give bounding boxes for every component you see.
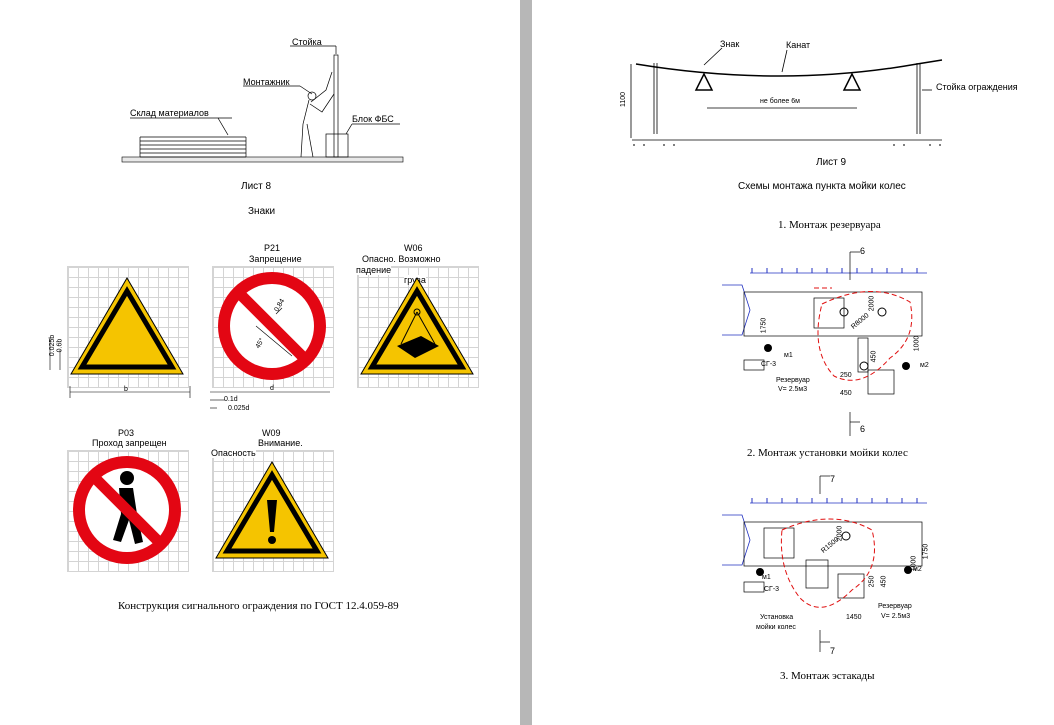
warning-triangle-icon [70, 277, 184, 375]
step-1-dim-1: 1750 [760, 317, 768, 334]
label-worker: Монтажник [243, 77, 290, 87]
step-1-dim-2: 2000 [868, 295, 876, 312]
label-post: Стойка [292, 37, 322, 47]
step-1-cg: СГ-3 [761, 361, 777, 368]
page-gutter [520, 0, 532, 725]
step-1-section-bottom: 6 [860, 424, 866, 434]
sign-2-title: Запрещение [249, 254, 302, 264]
sign-3-code: W06 [404, 243, 423, 253]
sign-3-title-2: падение [356, 265, 392, 275]
sheet-8-label: Лист 8 [241, 181, 272, 192]
step-2-section: 7 [830, 474, 836, 484]
sign-1-dimensions [49, 338, 191, 398]
step-2-title: 2. Монтаж установки мойки колес [747, 447, 908, 459]
step-1-dim-5: 1000 [913, 335, 921, 352]
step-1-tank: Резервуар [776, 377, 810, 384]
step-2-m1: м1 [762, 574, 771, 581]
tank-installation-plan [722, 251, 927, 436]
step-1-title: 1. Монтаж резервуара [778, 219, 881, 231]
step-2-dim-4: 1750 [922, 543, 930, 560]
label-sign: Знак [720, 39, 740, 49]
sheet-9-label: Лист 9 [816, 157, 847, 168]
sign-2-dim-d: d [270, 385, 274, 392]
left-footer: Конструкция сигнального ограждения по ГО… [118, 600, 399, 612]
step-1-section: 6 [860, 246, 866, 256]
step-2-dim-5: 250 [868, 575, 876, 588]
step-1-m1: м1 [784, 352, 793, 359]
sign-4-title: Проход запрещен [92, 438, 167, 448]
label-span: не более 6м [760, 98, 800, 105]
sign-3-title-1: Опасно. Возможно [362, 254, 441, 264]
fence-drawing [630, 47, 943, 146]
sign-5-title-1: Внимание. [258, 438, 303, 448]
step-2-tank: Резервуар [878, 603, 912, 610]
sign-1-dim-a: 0.025b [49, 334, 57, 357]
step-1-m2: м2 [920, 362, 929, 369]
falling-load-sign-icon [360, 277, 474, 375]
right-title: Схемы монтажа пункта мойки колес [738, 181, 906, 192]
signs-heading: Знаки [248, 206, 276, 217]
step-2-section-bottom: 7 [830, 646, 836, 656]
step-2-cg: СГ-3 [764, 586, 780, 593]
sign-5-title-2: Опасность [211, 448, 256, 458]
step-1-volume: V= 2.5м3 [778, 386, 808, 393]
installation-drawing [121, 45, 404, 163]
step-2-dim-6: 450 [880, 575, 888, 588]
step-1-dim-7: 450 [840, 390, 852, 397]
sign-2-code: Р21 [264, 243, 281, 253]
label-fence-post: Стойка ограждения [936, 82, 1018, 92]
step-2-dim-7: 1450 [846, 614, 862, 621]
sign-2-dim-e: 0.1d [224, 396, 238, 403]
step-2-unit-2: мойки колес [756, 624, 796, 631]
step-2-unit-1: Установка [760, 614, 794, 621]
sign-1-dim-c: b [124, 386, 128, 393]
label-storage: Склад материалов [130, 108, 209, 118]
step-1-dim-6: 250 [840, 372, 852, 379]
step-2-volume: V= 2.5м3 [881, 613, 911, 620]
sign-2-dimensions [210, 391, 330, 409]
exclamation-sign-icon [215, 461, 329, 559]
left-page: Стойка Монтажник Склад материалов Блок Ф… [0, 0, 520, 725]
sign-3-title-3: груза [404, 275, 426, 285]
step-3-title: 3. Монтаж эстакады [780, 670, 875, 682]
label-rope: Канат [786, 40, 811, 50]
sign-4-code: Р03 [118, 428, 135, 438]
label-height: 1100 [620, 91, 628, 108]
sign-5-code: W09 [262, 428, 281, 438]
right-page: Знак Канат Стойка ограждения 1100 не бол… [532, 0, 1054, 725]
wash-unit-installation-plan [722, 475, 927, 652]
prohibition-sign-icon [218, 272, 326, 380]
sign-1-dim-b: 0.6b [56, 338, 64, 353]
step-2-m2: м2 [913, 566, 922, 573]
label-block: Блок ФБС [352, 114, 394, 124]
sign-2-dim-f: 0.025d [228, 405, 250, 412]
step-1-dim-4: 450 [870, 350, 878, 363]
no-pedestrians-sign-icon [73, 456, 181, 564]
